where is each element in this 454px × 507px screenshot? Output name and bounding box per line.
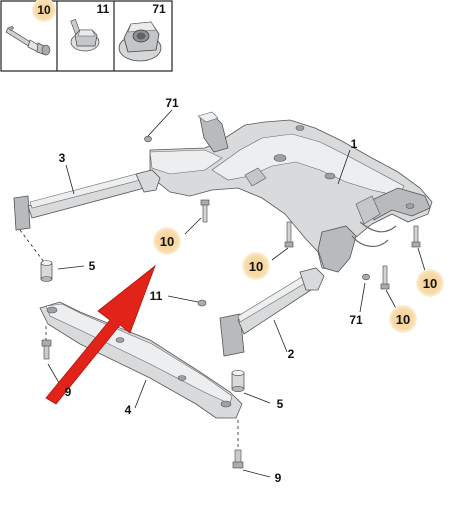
badge-label: 10 xyxy=(160,234,174,249)
callout-71b: 71 xyxy=(349,313,363,327)
bolt-part-9a xyxy=(41,326,52,360)
nut-part-71a xyxy=(144,135,152,143)
badge-label: 10 xyxy=(423,276,437,291)
bracket-part-2 xyxy=(219,267,325,357)
header-cell-flange-bolt[interactable]: 11 xyxy=(70,2,110,52)
callout-9b: 9 xyxy=(275,471,282,485)
badge-10-right-2[interactable]: 10 xyxy=(389,305,417,333)
bushing-part-5a xyxy=(40,260,53,282)
badge-label: 10 xyxy=(249,259,263,274)
bolt-part-9b xyxy=(232,420,244,469)
header-label-flange-bolt: 11 xyxy=(97,2,110,16)
bolt-part-10b xyxy=(284,221,294,248)
bolt-part-11 xyxy=(197,299,207,307)
header-label-bolt: 10 xyxy=(37,3,51,17)
callout-4: 4 xyxy=(125,403,132,417)
flange-nut-icon xyxy=(118,21,162,62)
header-cell-bolt[interactable]: 10 xyxy=(5,0,56,56)
callout-5b: 5 xyxy=(277,397,284,411)
parts-header: 10 11 71 xyxy=(0,0,173,72)
subframe-part-1 xyxy=(149,111,433,273)
red-arrow-icon xyxy=(45,264,156,405)
callout-2: 2 xyxy=(288,347,295,361)
nut-part-71b xyxy=(362,273,370,281)
callout-1: 1 xyxy=(351,137,358,151)
crossmember-part-4 xyxy=(39,301,243,419)
badge-10-left[interactable]: 10 xyxy=(242,252,270,280)
bushing-part-5b xyxy=(231,370,245,392)
callout-5a: 5 xyxy=(89,259,96,273)
bracket-part-3 xyxy=(13,169,161,263)
header-label-flange-nut: 71 xyxy=(152,2,166,16)
bolt-part-10a xyxy=(200,199,210,223)
flange-bolt-icon xyxy=(70,19,100,52)
badge-10-center[interactable]: 10 xyxy=(153,227,181,255)
callout-71a: 71 xyxy=(165,96,179,110)
header-cell-flange-nut[interactable]: 71 xyxy=(118,2,166,62)
callout-3: 3 xyxy=(59,151,66,165)
leader-lines xyxy=(47,109,427,478)
callout-11: 11 xyxy=(150,289,163,303)
badge-10-right-1[interactable]: 10 xyxy=(416,269,444,297)
header-badge-glow xyxy=(32,0,56,22)
callouts: 71 3 1 5 11 2 71 4 5 9 9 xyxy=(59,96,363,485)
bolt-part-10c xyxy=(411,225,421,248)
badge-label: 10 xyxy=(396,312,410,327)
bolt-part-10d xyxy=(380,265,390,290)
callout-9a: 9 xyxy=(65,385,72,399)
bolt-icon xyxy=(5,25,51,56)
